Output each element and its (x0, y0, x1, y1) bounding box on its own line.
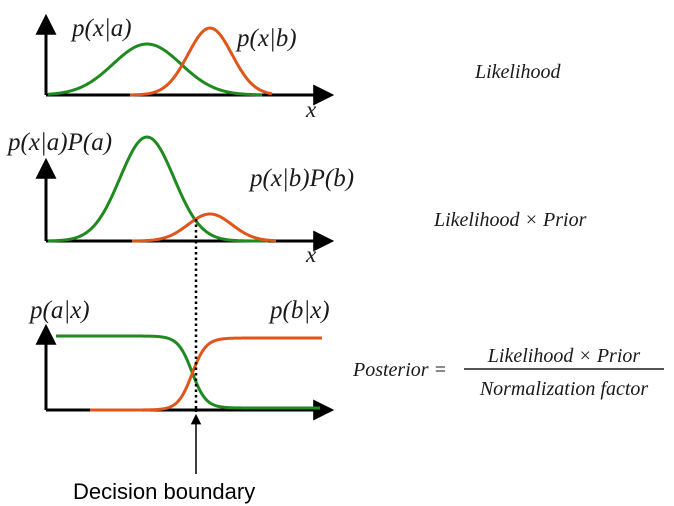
decision-boundary-label: Decision boundary (73, 479, 255, 504)
decision-boundary: Decision boundary (73, 219, 255, 504)
posterior-curve-b (90, 336, 322, 412)
likelihood-prior-curve-a (47, 135, 269, 243)
likelihood-prior-label-b: p(x|b)P(b) (248, 165, 354, 192)
likelihood-curve-a (47, 42, 263, 97)
posterior-panel: p(a|x) p(b|x) Posterior = Likelihood × P… (28, 297, 664, 421)
likelihood-curve-b (129, 26, 273, 97)
likelihood-caption: Likelihood (474, 61, 562, 83)
likelihood-x-label: x (305, 97, 317, 122)
posterior-formula-denominator: Normalization factor (479, 378, 649, 400)
likelihood-prior-panel: p(x|a)P(a) p(x|b)P(b) x Likelihood × Pri… (6, 129, 587, 267)
likelihood-prior-curve-b (131, 212, 277, 243)
posterior-curve-a (56, 334, 320, 410)
likelihood-label-b: p(x|b) (235, 25, 297, 52)
likelihood-prior-x-label: x (305, 242, 317, 267)
posterior-label-a: p(a|x) (28, 297, 90, 324)
likelihood-panel: p(x|a) p(x|b) x Likelihood (35, 13, 562, 122)
likelihood-prior-label-a: p(x|a)P(a) (6, 129, 112, 156)
likelihood-prior-caption: Likelihood × Prior (433, 209, 587, 231)
posterior-formula-lhs: Posterior = (352, 359, 447, 381)
posterior-label-b: p(b|x) (268, 297, 330, 324)
posterior-formula-numerator: Likelihood × Prior (487, 345, 641, 367)
likelihood-label-a: p(x|a) (70, 15, 132, 42)
